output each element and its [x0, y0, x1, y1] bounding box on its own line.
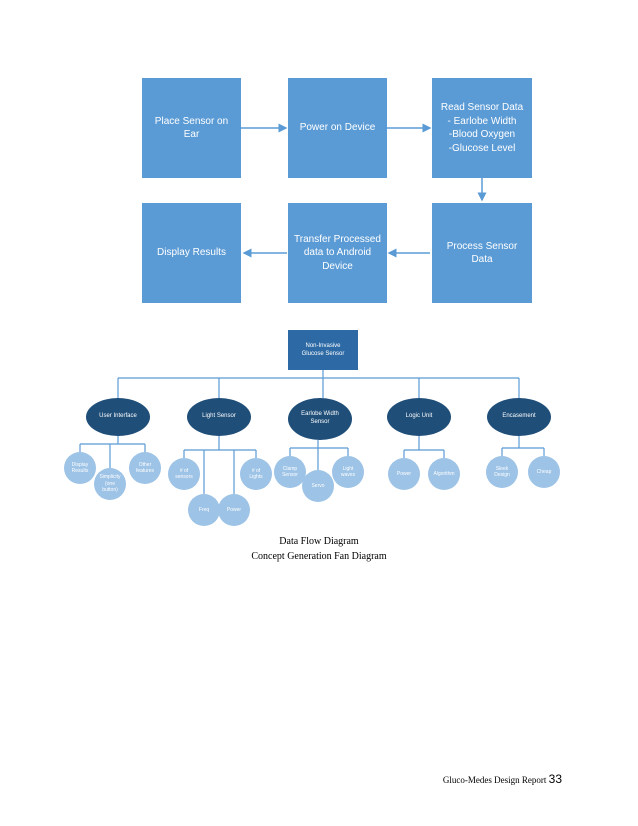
fan-leaf-freq: Freq — [188, 494, 220, 526]
fan-category-encasement: Encasement — [487, 398, 551, 436]
fan-root-node: Non-Invasive Glucose Sensor — [288, 330, 358, 370]
flow-box-transfer: Transfer Processed data to Android Devic… — [288, 203, 387, 303]
fan-category-user-interface: User Interface — [86, 398, 150, 436]
page-footer: Gluco-Medes Design Report 33 — [443, 772, 562, 786]
flow-box-read-sensor: Read Sensor Data - Earlobe Width -Blood … — [432, 78, 532, 178]
fan-leaf-servo: Servo — [302, 470, 334, 502]
caption-concept-fan: Concept Generation Fan Diagram — [251, 551, 387, 562]
fan-leaf-cheap: Cheap — [528, 456, 560, 488]
fan-leaf-sleek-design: Sleek Design — [486, 456, 518, 488]
flow-box-process: Process Sensor Data — [432, 203, 532, 303]
fan-leaf-logic-power: Power — [388, 458, 420, 490]
fan-leaf-num-lights: # of Lights — [240, 458, 272, 490]
footer-report-title: Gluco-Medes Design Report — [442, 775, 547, 785]
fan-leaf-light-waves: Light waves — [332, 456, 364, 488]
fan-category-light-sensor: Light Sensor — [187, 398, 251, 436]
fan-leaf-clamp-sensor: Clamp Sensor — [274, 456, 306, 488]
flow-box-power-on: Power on Device — [288, 78, 387, 178]
fan-connectors — [79, 370, 545, 494]
fan-category-logic-unit: Logic Unit — [387, 398, 451, 436]
fan-leaf-other-features: Other features — [129, 452, 161, 484]
fan-leaf-simplicity: Simplicity (one button) — [94, 468, 126, 500]
fan-leaf-display-results: Display Results — [64, 452, 96, 484]
fan-leaf-num-sensors: # of sensors — [168, 458, 200, 490]
caption-data-flow: Data Flow Diagram — [279, 536, 359, 547]
flow-box-display-results: Display Results — [142, 203, 241, 303]
fan-category-earlobe-width: Earlobe Width Sensor — [288, 398, 352, 440]
fan-leaf-algorithm: Algorithm — [428, 458, 460, 490]
footer-page-number: 33 — [548, 772, 562, 786]
fan-leaf-light-power: Power — [218, 494, 250, 526]
flow-box-place-sensor: Place Sensor on Ear — [142, 78, 241, 178]
